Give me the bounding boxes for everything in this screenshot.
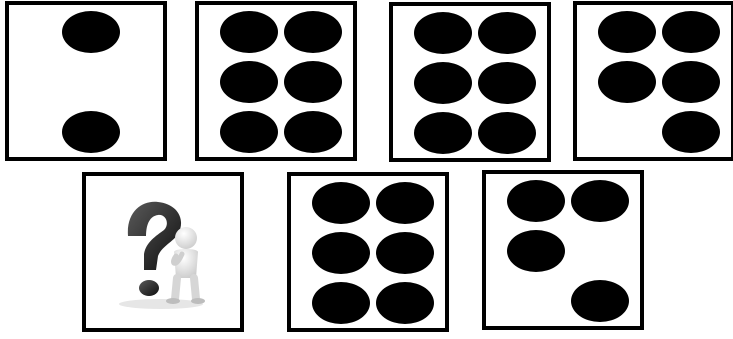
pip-top-right [478,12,536,54]
pip-top-right [571,180,629,222]
domino-card-2 [195,1,357,161]
pip-mid-left [598,61,656,103]
pip-top-left [598,11,656,53]
pip-mid-left [414,62,472,104]
pip-bottom-right [284,111,342,153]
pip-top-right [284,11,342,53]
domino-card-1 [5,1,167,161]
domino-card-4 [573,1,733,161]
pip-mid-left [220,61,278,103]
pip-bottom-right [478,112,536,154]
pip-bottom-right [376,282,434,324]
pip-top-right [662,11,720,53]
pip-mid-left [312,232,370,274]
pip-mid-right [376,232,434,274]
pip-mid-right [662,61,720,103]
pip-mid-right [284,61,342,103]
pip-bottom-right [571,280,629,322]
pip-bottom-right [662,111,720,153]
pip-top-left [507,180,565,222]
pip-top-left [414,12,472,54]
pip-top-left [220,11,278,53]
pip-bottom-left [312,282,370,324]
pip-mid-right [478,62,536,104]
domino-card-6[interactable] [287,172,449,332]
domino-card-7[interactable] [482,170,644,330]
pip-bottom-center [62,111,120,153]
question-mark-figure-icon [116,194,212,309]
pip-bottom-left [220,111,278,153]
pip-mid-left [507,230,565,272]
pip-top-left [312,182,370,224]
domino-card-3 [389,2,551,162]
pip-top-center [62,11,120,53]
unknown-answer-card[interactable] [82,172,244,332]
pip-top-right [376,182,434,224]
pip-bottom-left [414,112,472,154]
